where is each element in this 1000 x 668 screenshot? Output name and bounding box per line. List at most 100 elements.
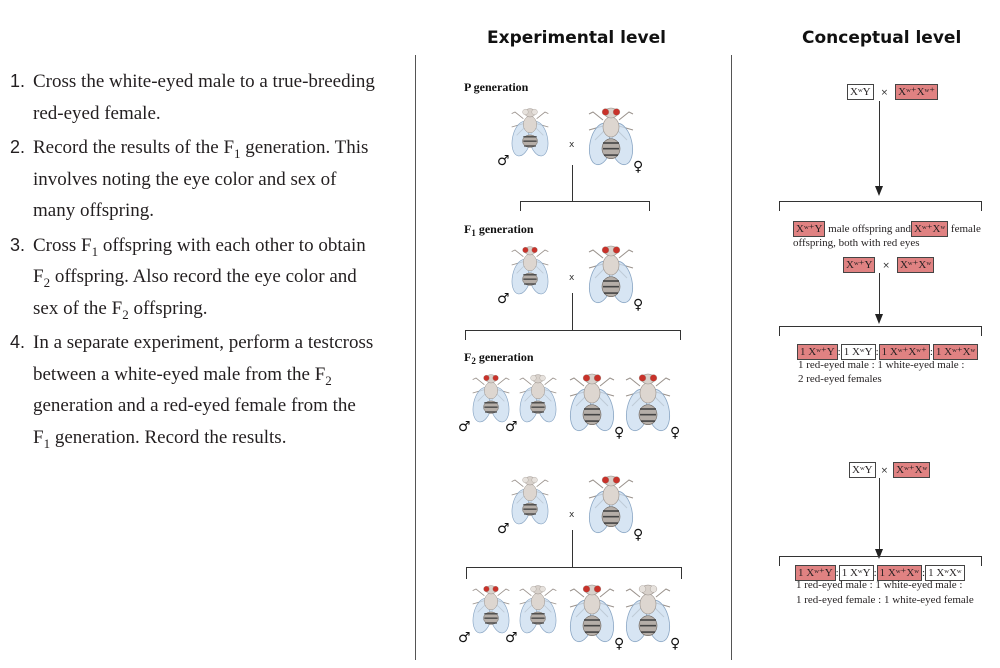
female-symbol-icon: ♀ <box>670 425 681 441</box>
bracket-conceptual-f2 <box>779 326 982 327</box>
step-line: F1 generation. Record the results. <box>33 426 287 451</box>
f1-cross-genotypes: Xʷ⁺Y × Xʷ⁺Xʷ <box>843 255 935 273</box>
male-symbol-icon: ♂ <box>458 630 471 646</box>
red-eyed-female-fly: ♀ <box>581 238 643 312</box>
divider-right <box>731 55 732 660</box>
male-symbol-icon: ♂ <box>505 419 518 435</box>
red-eyed-female-fly: ♀ <box>562 577 625 652</box>
step-line: In a separate experiment, perform a test… <box>33 332 374 353</box>
arrowhead-icon <box>875 186 883 196</box>
female-symbol-icon: ♀ <box>614 636 625 652</box>
genotype-box: 1 Xʷ⁺Xʷ <box>876 565 923 581</box>
bracket-tick <box>520 201 521 211</box>
genotype-box: Xʷ⁺Xʷ⁺ <box>895 84 939 100</box>
bracket-p <box>520 201 650 202</box>
white-eyed-female-fly: ♀ <box>618 577 681 652</box>
fly-icon <box>472 585 510 634</box>
red-eyed-female-fly: ♀ <box>581 468 644 543</box>
genotype-box: XʷY <box>849 462 876 478</box>
arrow-p-to-f1 <box>879 101 880 189</box>
fly-icon <box>511 108 549 157</box>
genotype-box: Xʷ⁺Y <box>793 221 826 237</box>
testcross-genotype-ratio: 1 Xʷ⁺Y:1 XʷY:1 Xʷ⁺Xʷ:1 XʷXʷ <box>795 563 965 581</box>
genotype-box: 1 Xʷ⁺Xʷ <box>932 344 979 360</box>
step-number: 2. <box>10 137 26 157</box>
bracket-tick <box>779 201 780 211</box>
cross-symbol: × <box>882 261 890 271</box>
red-eyed-female-fly: ♀ <box>618 366 681 441</box>
red-eyed-female-fly: ♀ <box>581 100 644 175</box>
bracket-tick <box>466 567 467 579</box>
colon: : <box>922 567 926 579</box>
genotype-box: Xʷ⁺Xʷ <box>911 221 949 237</box>
fly-icon <box>511 246 549 295</box>
fly-icon <box>588 475 634 534</box>
female-symbol-icon: ♀ <box>633 159 644 175</box>
bracket-tick <box>981 556 982 566</box>
step-line: sex of the F2 offspring. <box>33 297 208 322</box>
step-line: Cross F1 offspring with each other to ob… <box>33 234 366 259</box>
genotype-box: 1 Xʷ⁺Y <box>797 344 838 360</box>
f1-description-line2: offspring, both with red eyes <box>793 237 920 249</box>
red-eyed-male-fly: ♂ <box>497 238 555 306</box>
procedure-steps: 1. Cross the white-eyed male to a true-b… <box>10 66 415 456</box>
white-eyed-male-fly: ♂ <box>497 100 555 168</box>
f2-generation-label: F2 generation <box>464 350 534 366</box>
line-f1-stem <box>572 293 573 330</box>
divider-left <box>415 55 416 660</box>
red-eyed-male-fly: ♂ <box>458 366 516 434</box>
colon: : <box>929 346 933 358</box>
genotype-box: 1 XʷY <box>840 344 876 360</box>
fly-icon <box>511 476 549 525</box>
fly-icon <box>569 373 615 432</box>
bracket-conceptual-f1 <box>779 201 982 202</box>
cross-symbol: × <box>880 88 889 98</box>
bracket-tick <box>779 326 780 336</box>
fly-icon <box>472 374 510 423</box>
step-3: 3. Cross F1 offspring with each other to… <box>10 230 415 325</box>
fly-icon <box>519 374 557 423</box>
p-generation-label: P generation <box>464 80 529 94</box>
step-line: Cross the white-eyed male to a true-bree… <box>33 71 375 92</box>
red-eyed-male-fly: ♂ <box>458 577 516 645</box>
genotype-box: 1 Xʷ⁺Xʷ⁺ <box>878 344 930 360</box>
step-line: involves noting the eye color and sex of <box>33 168 337 190</box>
step-1: 1. Cross the white-eyed male to a true-b… <box>10 66 415 129</box>
step-number: 4. <box>10 332 26 352</box>
fly-icon <box>625 373 671 432</box>
genotype-box: Xʷ⁺Xʷ <box>893 462 931 478</box>
genotype-box: 1 XʷY <box>838 565 874 581</box>
bracket-tick <box>680 330 681 340</box>
f2-phenotype-ratio-line1: 1 red-eyed male : 1 white-eyed male : <box>798 359 965 371</box>
step-2: 2. Record the results of the F1 generati… <box>10 132 415 227</box>
genotype-box: 1 XʷXʷ <box>925 565 965 581</box>
testcross-phenotype-line1: 1 red-eyed male : 1 white-eyed male : <box>796 579 963 591</box>
fly-icon <box>625 584 671 643</box>
genotype-box: Xʷ⁺Xʷ <box>896 257 935 273</box>
experimental-level-header: Experimental level <box>487 28 666 48</box>
line-p-stem <box>572 165 573 202</box>
red-eyed-female-fly: ♀ <box>562 366 625 441</box>
male-symbol-icon: ♂ <box>458 419 471 435</box>
female-symbol-icon: ♀ <box>670 636 681 652</box>
step-number: 3. <box>10 234 26 255</box>
arrowhead-icon <box>875 314 883 324</box>
step-4: 4. In a separate experiment, perform a t… <box>10 327 415 453</box>
male-symbol-icon: ♂ <box>497 153 510 169</box>
white-eyed-male-fly: ♂ <box>505 577 563 645</box>
colon: : <box>837 346 841 358</box>
female-symbol-icon: ♀ <box>614 425 625 441</box>
cross-symbol-f1: x <box>569 273 575 283</box>
male-symbol-icon: ♂ <box>497 521 510 537</box>
fly-icon <box>588 245 634 304</box>
colon: : <box>873 567 877 579</box>
genotype-box: XʷY <box>847 84 874 100</box>
f2-genotype-ratio: 1 Xʷ⁺Y:1 XʷY:1 Xʷ⁺Xʷ⁺:1 Xʷ⁺Xʷ <box>797 342 979 360</box>
bracket-tick <box>779 556 780 566</box>
male-symbol-icon: ♂ <box>505 630 518 646</box>
cross-symbol-p: x <box>569 140 575 150</box>
male-symbol-icon: ♂ <box>497 291 510 307</box>
female-symbol-icon: ♀ <box>633 527 644 543</box>
f1-text: female <box>950 223 981 235</box>
